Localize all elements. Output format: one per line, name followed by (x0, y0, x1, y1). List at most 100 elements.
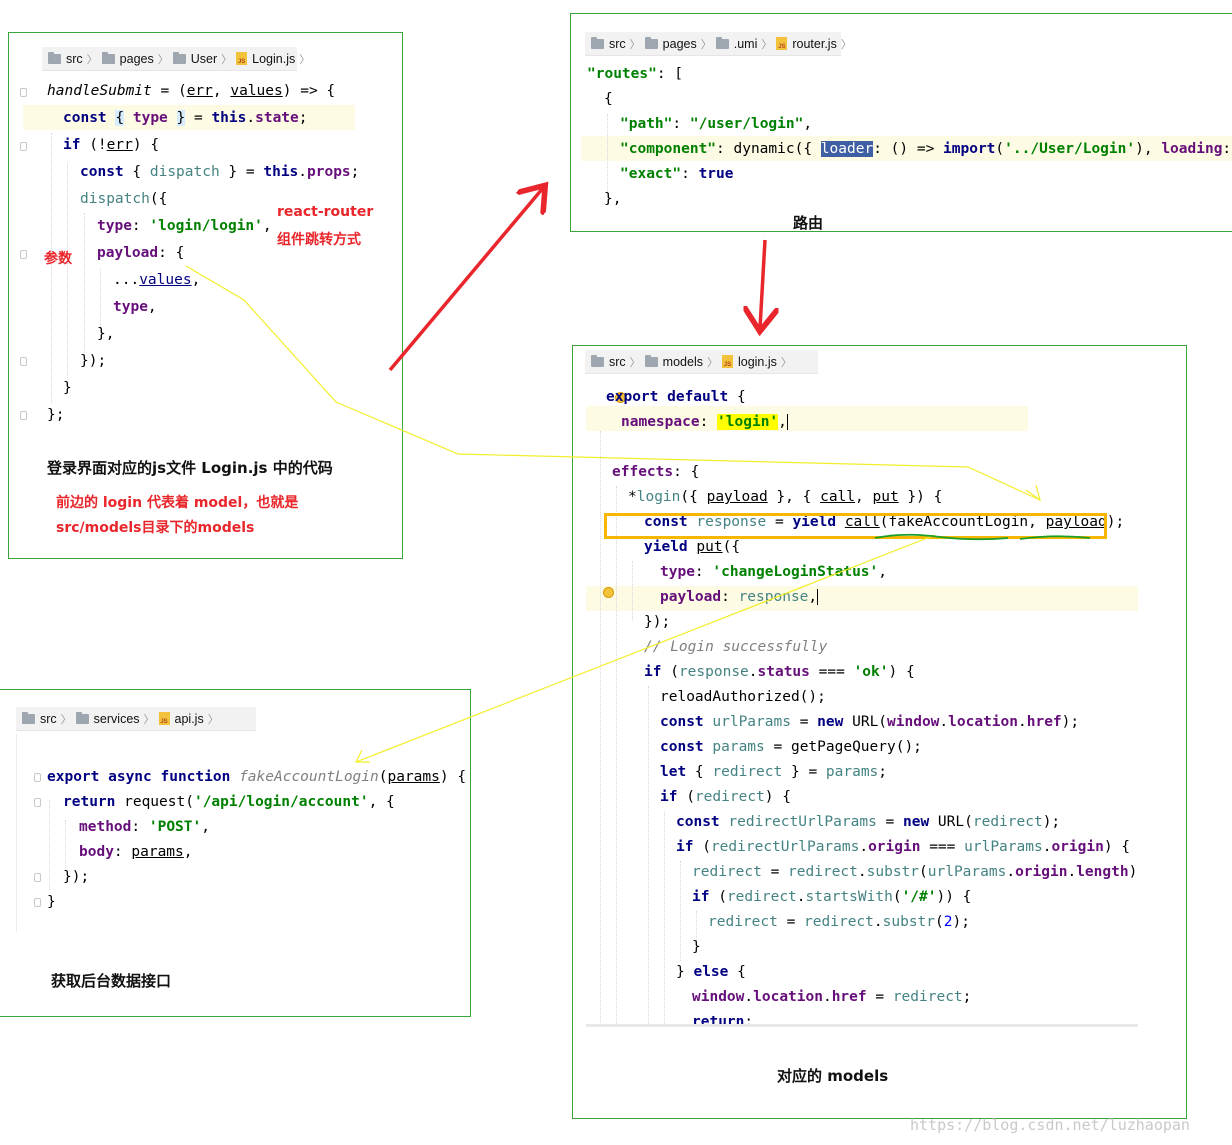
line-arrowhead (355, 749, 370, 763)
folder-icon (715, 36, 729, 49)
breadcrumb-src[interactable]: src〉 (22, 711, 72, 727)
breadcrumb-models[interactable]: models〉 (644, 354, 718, 370)
folder-icon (172, 51, 186, 64)
chevron-right-icon: 〉 (207, 713, 219, 726)
highlighted-call-line-box (604, 513, 1107, 539)
api-js-caption: 获取后台数据接口 (51, 972, 172, 990)
fold-marker-icon[interactable] (20, 250, 27, 259)
folder-icon (48, 51, 61, 64)
params-label: 参数 (44, 251, 72, 267)
folder-icon (75, 711, 89, 724)
chevron-right-icon: 〉 (761, 38, 773, 51)
chevron-right-icon: 〉 (299, 53, 311, 66)
indent-guide (600, 431, 601, 1024)
api-js-code[interactable]: export async function fakeAccountLogin(p… (47, 769, 467, 910)
underline-payload (1019, 535, 1091, 540)
chevron-right-icon: 〉 (221, 53, 233, 66)
models-caption: 对应的 models (777, 1067, 889, 1085)
fold-marker-icon[interactable] (34, 873, 41, 882)
current-line-highlight (23, 105, 355, 130)
breadcrumb-src[interactable]: src〉 (48, 51, 98, 67)
current-line-highlight (581, 136, 1232, 161)
chevron-right-icon: 〉 (780, 356, 792, 369)
breadcrumb-src[interactable]: src〉 (591, 354, 641, 370)
folder-icon (644, 354, 658, 367)
router-label-line1: react-router (277, 204, 374, 220)
watermark: https://blog.csdn.net/luzhaopan (910, 1116, 1190, 1134)
line-models-to-api (355, 534, 936, 763)
models-login-code[interactable]: export default { namespace: 'login', eff… (606, 389, 1138, 1027)
current-line-highlight (586, 406, 1028, 431)
folder-icon (101, 51, 115, 64)
fold-marker-icon[interactable] (20, 357, 27, 366)
chevron-right-icon: 〉 (157, 53, 169, 66)
js-file-icon: JS (236, 52, 248, 65)
indent-guide (607, 114, 608, 204)
folder-icon (22, 711, 35, 724)
arrow-login-to-router (388, 188, 543, 372)
indent-guide (664, 811, 665, 1024)
router-label-line2: 组件跳转方式 (277, 232, 361, 248)
breadcrumb-src[interactable]: src〉 (591, 36, 641, 52)
editor-area: export default { namespace: 'login', eff… (586, 376, 1138, 1027)
router-js-caption: 路由 (793, 214, 824, 232)
js-file-icon: JS (776, 37, 788, 50)
indent-guide (632, 561, 633, 621)
router-js-code[interactable]: "routes": [ { "path": "/user/login", "co… (587, 66, 1232, 207)
chevron-right-icon: 〉 (86, 53, 98, 66)
chevron-right-icon: 〉 (629, 38, 641, 51)
chevron-right-icon: 〉 (706, 356, 718, 369)
fold-marker-icon[interactable] (20, 88, 27, 97)
folder-icon (591, 36, 604, 49)
line-arrowhead (1025, 484, 1042, 502)
login-js-caption: 登录界面对应的js文件 Login.js 中的代码 (47, 459, 333, 477)
js-file-icon: JS (721, 355, 733, 368)
current-line-highlight (586, 586, 1138, 611)
breadcrumb-pages[interactable]: pages〉 (644, 36, 712, 52)
indent-guide (49, 800, 50, 890)
indent-guide (616, 486, 617, 1024)
breadcrumb-user[interactable]: User〉 (172, 51, 233, 67)
chevron-right-icon: 〉 (143, 713, 155, 726)
login-js-note-line2: src/models目录下的models (56, 520, 255, 536)
indent-guide (100, 268, 101, 333)
indent-guide (51, 133, 52, 403)
editor-area (16, 734, 17, 932)
indent-guide (680, 861, 681, 961)
indent-guide (648, 686, 649, 1024)
fold-marker-icon[interactable] (34, 773, 41, 782)
fold-marker-icon[interactable] (34, 798, 41, 807)
chevron-right-icon: 〉 (629, 356, 641, 369)
chevron-right-icon: 〉 (700, 38, 712, 51)
fold-marker-icon[interactable] (20, 142, 27, 151)
indent-guide (696, 911, 697, 941)
line-login-to-models (185, 265, 1041, 501)
fold-marker-icon[interactable] (34, 898, 41, 907)
breadcrumb-umi[interactable]: .umi〉 (715, 36, 773, 52)
chevron-right-icon: 〉 (60, 713, 72, 726)
lightbulb-icon[interactable] (603, 587, 614, 598)
indent-guide (67, 163, 68, 378)
folder-icon (644, 36, 658, 49)
arrow-router-to-models (760, 239, 765, 328)
login-js-note-line1: 前边的 login 代表着 model，也就是 (56, 495, 299, 511)
login-js-code[interactable]: handleSubmit = (err, values) => { const … (47, 83, 360, 423)
lightbulb-icon[interactable] (615, 392, 626, 403)
js-file-icon: JS (158, 712, 170, 725)
breadcrumb-pages[interactable]: pages〉 (101, 51, 169, 67)
breadcrumb-services[interactable]: services〉 (75, 711, 155, 727)
fold-marker-icon[interactable] (20, 411, 27, 420)
underline-fakeaccountlogin (874, 533, 1009, 541)
